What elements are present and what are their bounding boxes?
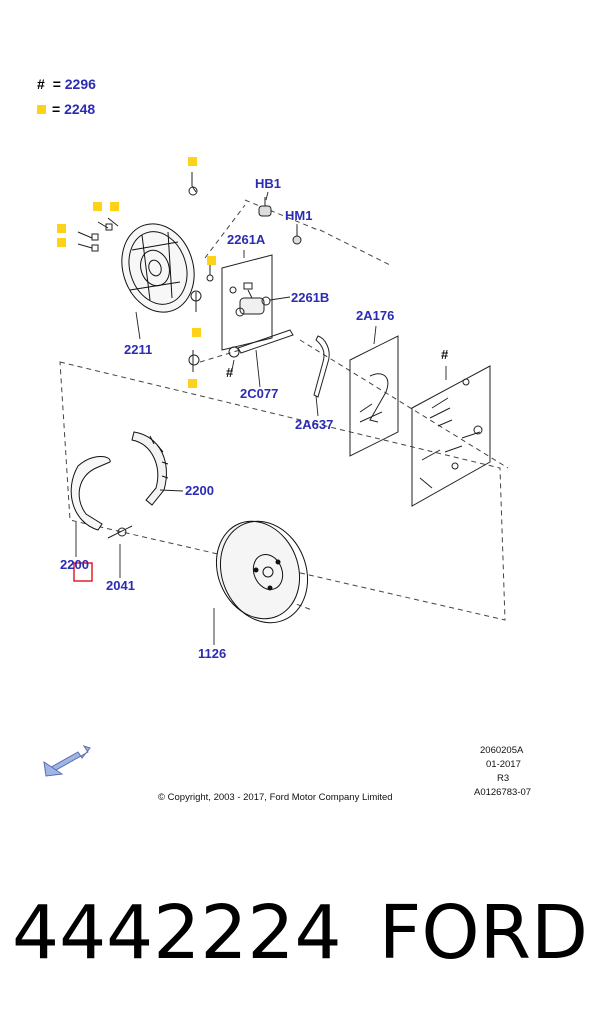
direction-arrow-icon xyxy=(44,745,91,771)
label-1126: 1126 xyxy=(198,646,227,661)
hold-down-pin xyxy=(107,525,133,539)
backing-plate xyxy=(121,223,195,313)
label-hash-b: # xyxy=(441,347,449,362)
brake-shoe-rear xyxy=(131,431,169,506)
product-title: 4442224 FORD xyxy=(12,893,588,973)
brake-shoe-front xyxy=(70,456,111,531)
diagram-reference: A0126783-07 xyxy=(474,787,532,798)
bleed-screw xyxy=(258,197,272,217)
wheel-cylinder-panel xyxy=(221,254,273,351)
label-hb1: HB1 xyxy=(255,176,282,191)
adjuster-strut xyxy=(228,329,294,358)
copyright-text: © Copyright, 2003 - 2017, Ford Motor Com… xyxy=(158,792,393,803)
lower-dashed-frame xyxy=(59,361,506,621)
label-2211: 2211 xyxy=(124,342,153,357)
legend-square: = 2248 xyxy=(37,101,95,117)
yellow-markers xyxy=(57,157,216,388)
label-2a176: 2A176 xyxy=(356,308,395,323)
label-2200-right: 2200 xyxy=(185,483,214,498)
highlight-box xyxy=(73,562,93,582)
brand-name: FORD xyxy=(378,890,588,976)
wheel-cylinder xyxy=(229,282,271,317)
label-2041: 2041 xyxy=(106,578,135,593)
legend-hash-code: 2296 xyxy=(64,76,96,92)
brake-drum xyxy=(215,520,309,624)
legend-hash: # = 2296 xyxy=(37,76,96,92)
diagram-revision: R3 xyxy=(497,773,510,784)
spring-kit-panel xyxy=(411,365,491,507)
diagram-date: 01-2017 xyxy=(486,759,521,770)
legend-square-code: 2248 xyxy=(64,101,96,117)
label-hash-a: # xyxy=(226,365,234,380)
part-number: 4442224 xyxy=(12,890,342,976)
label-hm1: HM1 xyxy=(285,208,313,223)
label-2261b: 2261B xyxy=(291,290,330,305)
2a176-panel xyxy=(349,335,399,457)
label-2a637: 2A637 xyxy=(295,417,334,432)
label-2c077: 2C077 xyxy=(240,386,279,401)
legend-eq: = xyxy=(52,76,61,92)
label-2200-left: 2200 xyxy=(60,557,89,572)
yellow-square-icon xyxy=(37,105,46,114)
parking-lever xyxy=(313,335,330,398)
legend-eq: = xyxy=(52,101,61,117)
bolts-left xyxy=(77,217,119,252)
label-2261a: 2261A xyxy=(227,232,266,247)
diagram-code: 2060205A xyxy=(480,745,524,756)
hash-symbol: # xyxy=(37,76,45,92)
